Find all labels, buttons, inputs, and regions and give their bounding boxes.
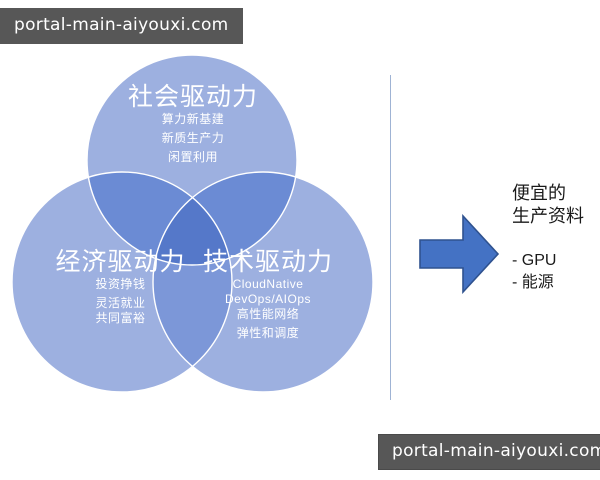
- section-divider: [390, 75, 391, 400]
- outcome-heading-line-0: 便宜的: [512, 183, 566, 203]
- outcome-list: - GPU - 能源: [512, 250, 600, 293]
- overlap-triple: [153, 172, 232, 265]
- outcome-item-gpu: - GPU: [512, 252, 557, 270]
- venn-outlines: [11, 54, 374, 393]
- venn-circles-graphic: [11, 54, 374, 393]
- right-arrow-icon: [419, 214, 500, 294]
- watermark-top: portal-main-aiyouxi.com: [0, 8, 243, 44]
- outcome-panel: 便宜的 生产资料 - GPU - 能源: [512, 182, 600, 293]
- venn-diagram: 社会驱动力 算力新基建 新质生产力 闲置利用 经济驱动力 投资挣钱 灵活就业 共…: [0, 50, 390, 410]
- outcome-item-energy: - 能源: [512, 273, 554, 291]
- watermark-bottom: portal-main-aiyouxi.com: [378, 434, 600, 470]
- outcome-heading-line-1: 生产资料: [512, 206, 584, 227]
